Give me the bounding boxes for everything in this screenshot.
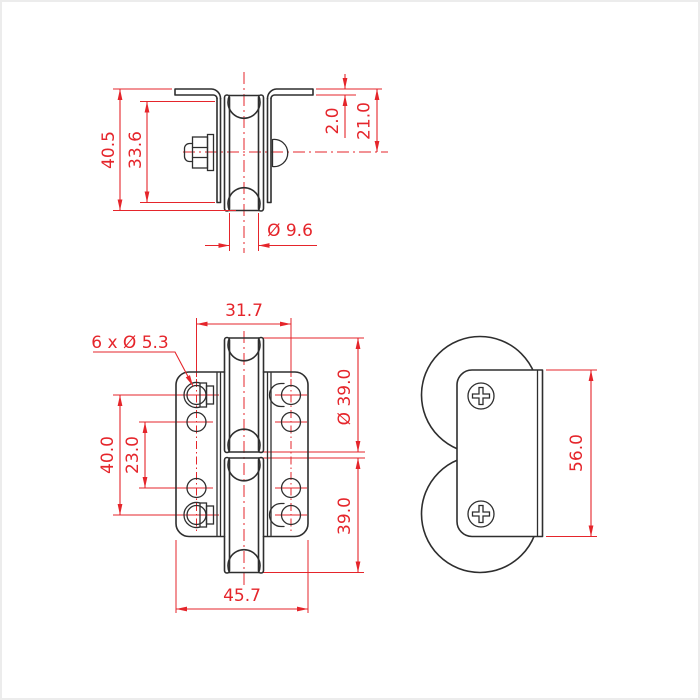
extension-lines	[175, 318, 364, 613]
back-plate-outline	[175, 371, 309, 538]
dim-outer-hole-pitch-label: 40.0	[98, 436, 118, 474]
hole	[186, 411, 207, 433]
dim-flange-thickness-label: 2.0	[323, 107, 343, 134]
hole	[280, 411, 302, 433]
screw-head	[467, 382, 495, 410]
side-view: 56.0	[420, 335, 597, 574]
phillips-cross-icon	[471, 504, 491, 524]
bolt-end	[183, 142, 194, 163]
left-mounting-arm	[174, 88, 222, 100]
extension-lines	[546, 369, 597, 537]
hole-row-centerlines-left	[113, 394, 219, 516]
axle-dome-right	[268, 382, 285, 528]
sheave-b-flanges	[223, 456, 265, 574]
mounting-holes-note: 6 x Ø 5.3	[91, 333, 169, 353]
axle-dome-left	[183, 381, 201, 529]
dim-hole-span-label: 31.7	[225, 301, 263, 321]
sheave-b-groove	[227, 457, 261, 574]
hex-nut-facets	[191, 146, 209, 159]
sheave-junction-lines	[258, 451, 365, 459]
phillips-cross-icon	[471, 386, 491, 406]
left-side-plate	[216, 97, 222, 204]
right-mounting-arm	[266, 88, 314, 100]
side-plate	[456, 369, 544, 538]
hex-nut	[191, 136, 209, 169]
dim-axle-offset-label: 21.0	[355, 102, 375, 140]
dim-plate-height-label: 56.0	[567, 434, 587, 472]
front-view: 31.7 6 x Ø 5.3 40.0 23.0 Ø 39.0 39.0 45.…	[91, 301, 365, 613]
hole-crosshairs-right	[275, 394, 307, 516]
dim-inner-hole-pitch-label: 23.0	[123, 436, 143, 474]
hole	[280, 477, 302, 499]
sheave-a-flanges	[223, 336, 265, 454]
sheave-a-groove	[227, 337, 261, 453]
dim-plate-height-label: 33.6	[126, 131, 146, 169]
screw-head	[467, 500, 495, 528]
phillips-screw-top	[467, 382, 495, 410]
extension-lines	[113, 88, 382, 251]
sheave-groove-profile	[227, 94, 261, 212]
dim-sheave-pitch-label: 39.0	[335, 497, 355, 535]
axle-nut-left	[199, 382, 215, 528]
top-view: 40.5 33.6 2.0 21.0 Ø 9.6	[99, 72, 388, 253]
bracket-flange-edges	[216, 372, 272, 537]
dim-overall-height-label: 40.5	[99, 131, 119, 169]
hole	[186, 477, 207, 499]
hole	[280, 504, 302, 526]
dim-overall-width-label: 45.7	[223, 586, 261, 606]
axle-dome-head	[271, 138, 289, 168]
right-side-plate	[266, 97, 272, 204]
dim-sheave-diameter-label: Ø 39.0	[335, 369, 355, 426]
phillips-screw-bottom	[467, 500, 495, 528]
axle-nut	[183, 133, 215, 172]
hole	[280, 384, 302, 406]
dim-bore-diameter-label: Ø 9.6	[267, 221, 313, 241]
holes-note-leader	[93, 351, 194, 387]
